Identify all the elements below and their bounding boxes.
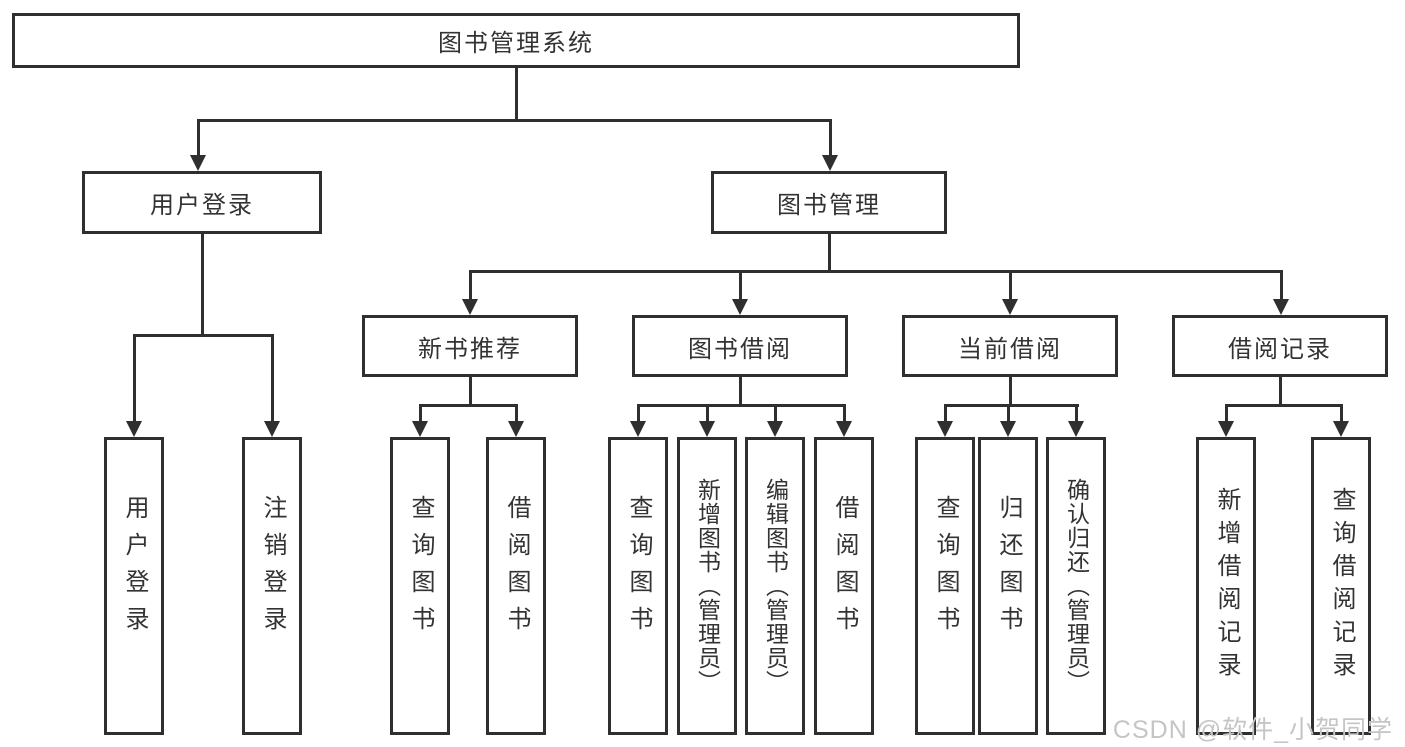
arrowhead-user-login — [190, 155, 206, 171]
arrowhead-leaf — [1333, 421, 1349, 437]
connector-current-borrow-stem — [1008, 377, 1012, 406]
connector-to-leaf — [705, 403, 709, 424]
leaf-logout: 注销登录 — [242, 437, 302, 735]
arrowhead-leaf — [412, 421, 428, 437]
arrowhead-leaf — [836, 421, 852, 437]
arrowhead-book-management — [822, 155, 838, 171]
connector-current-borrow-branch — [943, 403, 1079, 407]
connector-book-management-stem — [827, 234, 831, 273]
connector-to-leaf — [943, 403, 947, 424]
connector-to-new-books — [468, 270, 472, 302]
leaf-query-books-2: 查询图书 — [608, 437, 668, 735]
connector-book-borrow-branch — [636, 403, 846, 407]
leaf-return-books: 归还图书 — [978, 437, 1038, 735]
arrowhead-leaf-login — [126, 421, 142, 437]
connector-to-leaf-logout — [270, 334, 274, 424]
connector-to-leaf — [773, 403, 777, 424]
connector-to-book-management — [828, 118, 832, 159]
connector-to-leaf-login — [132, 334, 136, 424]
node-current-borrowing: 当前借阅 — [902, 315, 1118, 377]
leaf-borrow-books-1: 借阅图书 — [486, 437, 546, 735]
connector-to-book-borrow — [738, 270, 742, 302]
leaf-query-books-3: 查询图书 — [915, 437, 975, 735]
connector-root-branch — [196, 118, 832, 122]
arrowhead-leaf-logout — [264, 421, 280, 437]
connector-borrow-records-stem — [1278, 377, 1282, 406]
leaf-confirm-return-admin: 确认归还（管理员） — [1046, 437, 1106, 735]
connector-user-login-branch — [132, 334, 274, 337]
arrowhead-leaf — [1218, 421, 1234, 437]
arrowhead-leaf — [508, 421, 524, 437]
connector-to-leaf — [1339, 403, 1343, 424]
connector-to-leaf — [842, 403, 846, 424]
connector-to-leaf — [514, 403, 518, 424]
leaf-edit-books-admin: 编辑图书（管理员） — [745, 437, 805, 735]
arrowhead-book-borrow — [732, 299, 748, 315]
arrowhead-leaf — [630, 421, 646, 437]
leaf-query-books-1: 查询图书 — [390, 437, 450, 735]
connector-to-leaf — [1006, 403, 1010, 424]
node-book-management: 图书管理 — [711, 171, 947, 234]
node-new-book-recommendation: 新书推荐 — [362, 315, 578, 377]
arrowhead-leaf — [1068, 421, 1084, 437]
arrowhead-leaf — [699, 421, 715, 437]
connector-to-leaf — [1224, 403, 1228, 424]
connector-new-books-stem — [468, 377, 472, 406]
arrowhead-leaf — [767, 421, 783, 437]
arrowhead-borrow-records — [1273, 299, 1289, 315]
csdn-watermark: CSDN @软件_小贺同学 — [1112, 716, 1393, 744]
connector-to-leaf — [636, 403, 640, 424]
node-library-management-system: 图书管理系统 — [12, 13, 1020, 68]
node-user-login: 用户登录 — [82, 171, 322, 234]
arrowhead-current-borrow — [1002, 299, 1018, 315]
leaf-add-books-admin: 新增图书（管理员） — [677, 437, 737, 735]
connector-to-user-login — [196, 118, 200, 159]
arrowhead-leaf — [937, 421, 953, 437]
connector-to-borrow-records — [1279, 270, 1283, 302]
connector-book-borrow-stem — [738, 377, 742, 406]
connector-borrow-records-branch — [1224, 403, 1343, 407]
arrowhead-new-books — [462, 299, 478, 315]
arrowhead-leaf — [1000, 421, 1016, 437]
leaf-borrow-books-2: 借阅图书 — [814, 437, 874, 735]
leaf-query-borrow-record: 查询借阅记录 — [1311, 437, 1371, 735]
connector-to-leaf — [1074, 403, 1078, 424]
connector-user-login-stem — [200, 234, 204, 337]
connector-new-books-branch — [418, 403, 518, 407]
leaf-add-borrow-record: 新增借阅记录 — [1196, 437, 1256, 735]
node-book-borrowing: 图书借阅 — [632, 315, 848, 377]
connector-to-current-borrow — [1008, 270, 1012, 302]
node-borrowing-records: 借阅记录 — [1172, 315, 1388, 377]
connector-to-leaf — [418, 403, 422, 424]
connector-root-stem — [514, 68, 518, 122]
connector-book-management-branch — [468, 270, 1283, 273]
leaf-user-login: 用户登录 — [104, 437, 164, 735]
